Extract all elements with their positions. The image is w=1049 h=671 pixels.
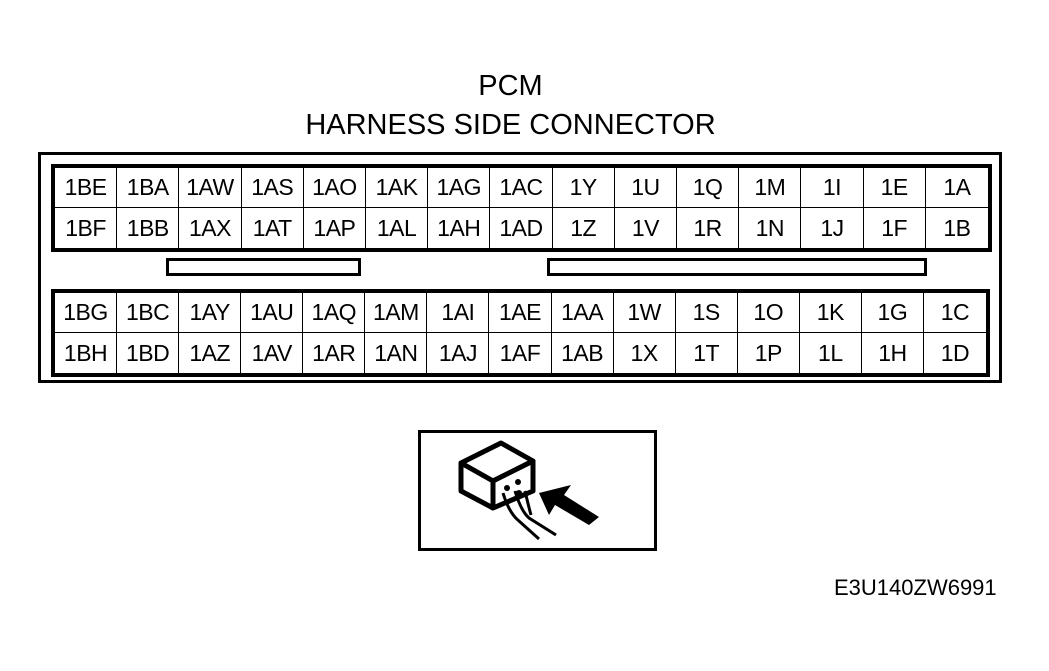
pin-cell: 1AQ <box>303 293 366 333</box>
pin-cell: 1BA <box>117 168 180 208</box>
pin-cell: 1BD <box>117 333 180 373</box>
pin-cell: 1AF <box>489 333 552 373</box>
pin-cell: 1AC <box>490 168 553 208</box>
pin-cell: 1A <box>925 168 988 208</box>
pin-cell: 1B <box>943 214 971 241</box>
pin-cell: 1H <box>862 333 924 373</box>
pin-cell: 1U <box>614 168 677 208</box>
pin-cell: 1AV <box>241 333 304 373</box>
pin-cell: 1AH <box>428 208 491 248</box>
pin-cell: 1AI <box>427 293 490 333</box>
connector-harness-side-view-icon <box>458 440 599 541</box>
pin-cell: 1AX <box>179 208 242 248</box>
pin-cell: 1AG <box>428 168 491 208</box>
locking-slot-right <box>547 258 927 276</box>
pin-cell: 1AK <box>366 168 429 208</box>
pin-cell: 1AM <box>365 293 428 333</box>
pin-cell: 1I <box>801 168 864 208</box>
pin-cell: 1BC <box>117 293 180 333</box>
pin-cell: 1BE <box>55 168 118 208</box>
diagram-title: PCM <box>478 70 543 102</box>
pin-cell: 1J <box>801 208 864 248</box>
pin-cell: 1V <box>615 208 677 248</box>
pin-cell: 1M <box>739 168 802 208</box>
diagram-subtitle: HARNESS SIDE CONNECTOR <box>305 109 716 141</box>
pin-cell: 1Y <box>552 168 615 208</box>
pin-cell: 1BB <box>117 208 180 248</box>
pin-cell: 1AP <box>304 208 366 248</box>
pin-cell: 1E <box>863 168 926 208</box>
locking-slot-left <box>166 258 361 276</box>
pin-cell: 1AA <box>551 293 614 333</box>
pin-cell: 1R <box>677 208 740 248</box>
pin-cell: 1AL <box>366 208 429 248</box>
pin-cell: 1AW <box>179 168 242 208</box>
pin-cell: 1AR <box>303 333 366 373</box>
pin-cell: 1F <box>864 208 926 248</box>
pin-cell: 1L <box>800 333 862 373</box>
pin-cell: 1W <box>613 293 676 333</box>
pin-cell: 1X <box>614 333 676 373</box>
pin-cell: 1AT <box>242 208 304 248</box>
pin-cell: 1AU <box>241 293 304 333</box>
pin-cell: 1K <box>799 293 862 333</box>
pin-cell: 1T <box>676 333 738 373</box>
pin-cell: 1AJ <box>427 333 490 373</box>
pin-cell: 1BF <box>55 208 118 248</box>
pin-cell: 1Z <box>553 208 615 248</box>
pin-cell: 1AB <box>552 333 614 373</box>
pin-cell: 1P <box>738 333 800 373</box>
pin-cell: 1S <box>675 293 738 333</box>
pin-cell: 1AO <box>303 168 366 208</box>
harness-side-view-icon-box <box>418 430 657 551</box>
pin-cell: 1Q <box>677 168 740 208</box>
pin-cell: 1C <box>923 293 986 333</box>
pin-cell: 1AE <box>489 293 552 333</box>
pin-cell: 1O <box>737 293 800 333</box>
pin-cell: 1D <box>940 339 970 366</box>
pin-cell: 1AY <box>179 293 242 333</box>
pin-cell: 1BG <box>55 293 118 333</box>
pin-cell: 1AZ <box>179 333 242 373</box>
pin-cell: 1N <box>739 208 802 248</box>
pin-cell: 1AN <box>365 333 428 373</box>
pin-cell: 1BH <box>55 333 118 373</box>
pin-cell: 1AD <box>490 208 553 248</box>
pin-cell: 1AS <box>241 168 304 208</box>
connector-housing <box>38 152 1002 383</box>
figure-code: E3U140ZW6991 <box>834 575 997 600</box>
pin-cell: 1G <box>861 293 924 333</box>
